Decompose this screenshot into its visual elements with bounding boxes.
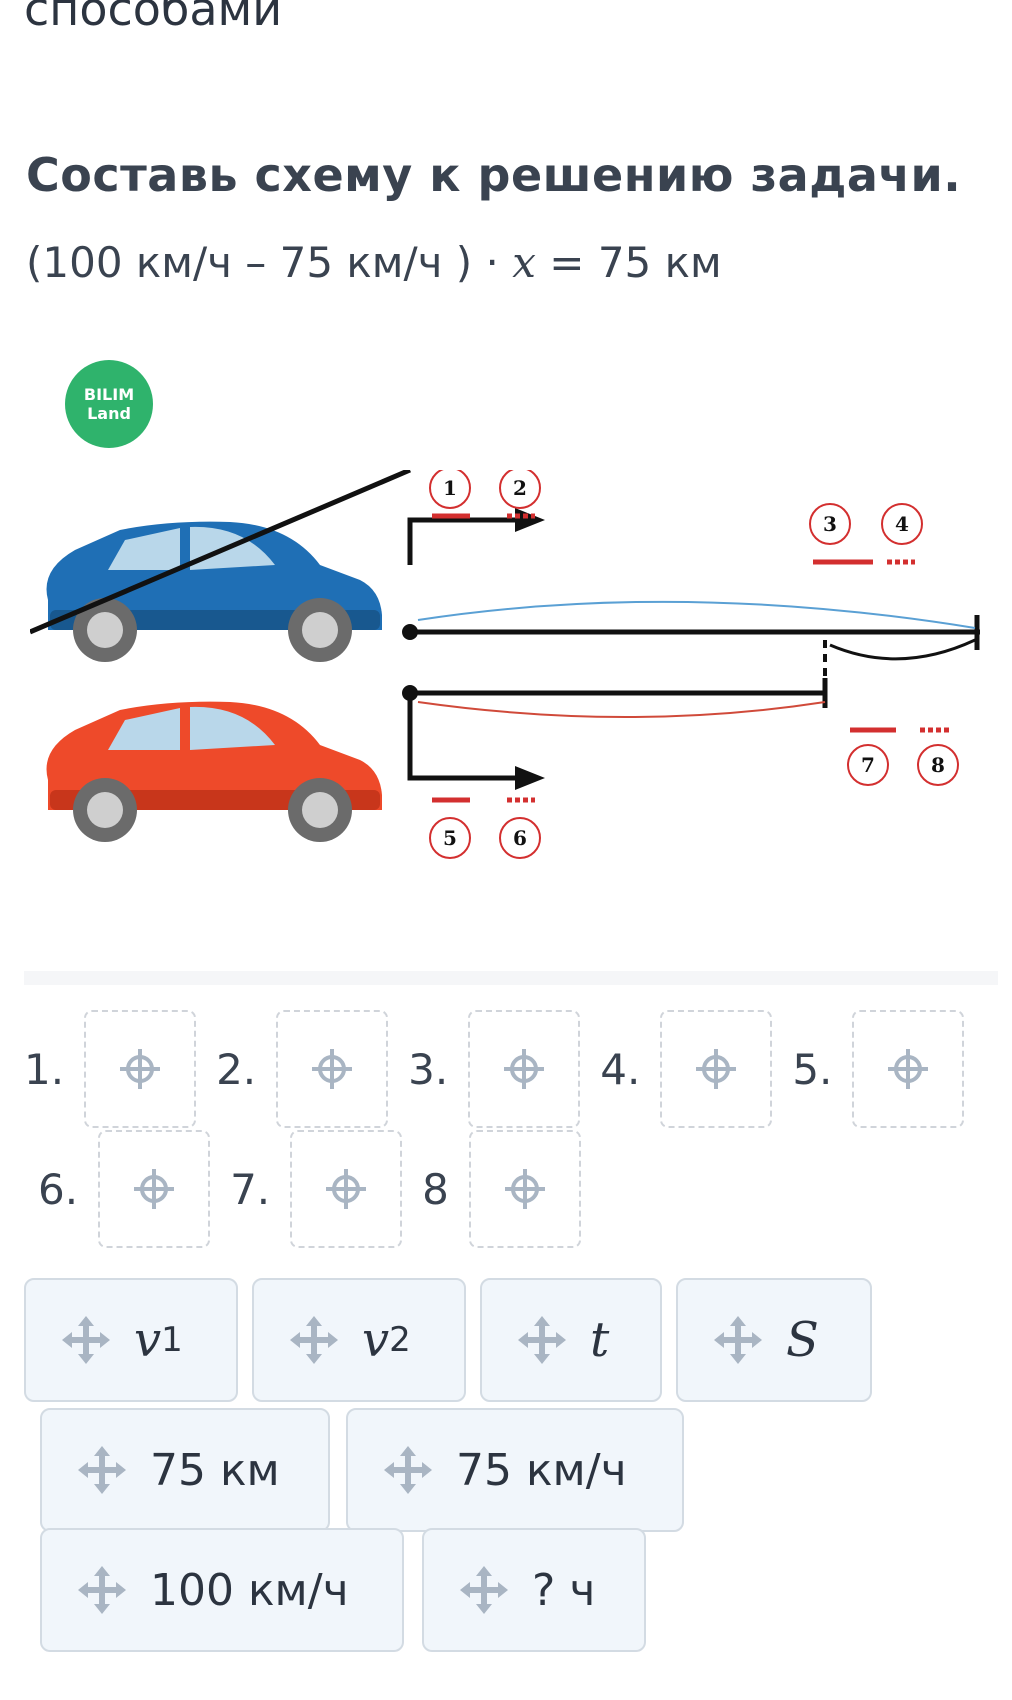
start-point-red (402, 685, 418, 701)
marker-5: 5 (430, 800, 470, 858)
crosshair-icon (118, 1047, 162, 1091)
blue-distance-arc (418, 602, 975, 628)
answer-slots-row-1: 1. 2. 3. 4. 5. (24, 1010, 984, 1128)
move-icon (516, 1314, 568, 1366)
move-icon (288, 1314, 340, 1366)
slot-label-2: 2. (216, 1045, 256, 1094)
previous-section-text: способами (24, 0, 282, 36)
equation-right: = 75 км (549, 238, 721, 287)
task-title: Составь схему к решению задачи. (26, 148, 961, 202)
motion-diagram: 1 2 3 4 5 6 7 8 (30, 470, 1000, 880)
drop-slot-3[interactable] (468, 1010, 580, 1128)
arrow-head-top (515, 508, 545, 532)
slot-label-3: 3. (408, 1045, 448, 1094)
option-v1-var: v (134, 1312, 161, 1368)
svg-text:5: 5 (443, 826, 457, 850)
svg-text:8: 8 (931, 753, 945, 777)
move-icon (76, 1564, 128, 1616)
crosshair-icon (886, 1047, 930, 1091)
drop-slot-5[interactable] (852, 1010, 964, 1128)
move-icon (60, 1314, 112, 1366)
svg-text:1: 1 (443, 476, 457, 500)
slot-label-5: 5. (792, 1045, 832, 1094)
drop-slot-6[interactable] (98, 1130, 210, 1248)
marker-1: 1 (430, 470, 470, 516)
option-75-km[interactable]: 75 км (40, 1408, 330, 1532)
option-s[interactable]: S (676, 1278, 872, 1402)
start-point-blue (402, 624, 418, 640)
option-unknown-hours-label: ? ч (532, 1565, 595, 1616)
option-100-kmh-label: 100 км/ч (150, 1565, 349, 1616)
section-divider (24, 971, 998, 985)
move-icon (382, 1444, 434, 1496)
crosshair-icon (310, 1047, 354, 1091)
equation-left: (100 км/ч – 75 км/ч ) · (26, 238, 499, 287)
logo-line1: BILIM (84, 385, 134, 404)
marker-8: 8 (918, 730, 958, 785)
svg-text:3: 3 (823, 512, 837, 536)
move-icon (76, 1444, 128, 1496)
crosshair-icon (132, 1167, 176, 1211)
option-v1-sub: 1 (161, 1320, 183, 1360)
marker-4: 4 (882, 504, 922, 562)
logo-line2: Land (87, 404, 131, 423)
option-75-kmh-label: 75 км/ч (456, 1445, 627, 1496)
crosshair-icon (503, 1167, 547, 1211)
svg-text:7: 7 (861, 753, 875, 777)
arrow-head-bottom (515, 766, 545, 790)
option-75-km-label: 75 км (150, 1445, 280, 1496)
slot-label-1: 1. (24, 1045, 64, 1094)
svg-text:4: 4 (895, 512, 909, 536)
marker-7: 7 (848, 730, 896, 785)
marker-3: 3 (810, 504, 873, 562)
option-t-var: t (590, 1312, 609, 1368)
option-v2-sub: 2 (389, 1320, 411, 1360)
slot-label-6: 6. (38, 1165, 78, 1214)
option-100-kmh[interactable]: 100 км/ч (40, 1528, 404, 1652)
svg-text:6: 6 (513, 826, 527, 850)
option-v2-var: v (362, 1312, 389, 1368)
option-unknown-hours[interactable]: ? ч (422, 1528, 646, 1652)
drop-slot-8[interactable] (469, 1130, 581, 1248)
bilimland-logo: BILIM Land (65, 360, 153, 448)
marker-6: 6 (500, 800, 540, 858)
marker-2: 2 (500, 470, 540, 516)
crosshair-icon (324, 1167, 368, 1211)
svg-text:2: 2 (513, 476, 527, 500)
drop-slot-1[interactable] (84, 1010, 196, 1128)
move-icon (712, 1314, 764, 1366)
crosshair-icon (694, 1047, 738, 1091)
slot-label-4: 4. (600, 1045, 640, 1094)
red-car-illustration (47, 702, 382, 842)
option-t[interactable]: t (480, 1278, 662, 1402)
drop-slot-4[interactable] (660, 1010, 772, 1128)
drop-slot-2[interactable] (276, 1010, 388, 1128)
slot-label-7: 7. (230, 1165, 270, 1214)
crosshair-icon (502, 1047, 546, 1091)
equation-variable: x (512, 238, 536, 287)
answer-slots-row-2: 6. 7. 8 (38, 1130, 601, 1248)
slot-label-8: 8 (422, 1165, 449, 1214)
blue-car-illustration (47, 522, 382, 662)
drop-slot-7[interactable] (290, 1130, 402, 1248)
move-icon (458, 1564, 510, 1616)
red-distance-arc (418, 702, 825, 717)
option-s-var: S (786, 1312, 819, 1368)
option-75-kmh[interactable]: 75 км/ч (346, 1408, 684, 1532)
equation: (100 км/ч – 75 км/ч ) · x = 75 км (26, 238, 722, 287)
